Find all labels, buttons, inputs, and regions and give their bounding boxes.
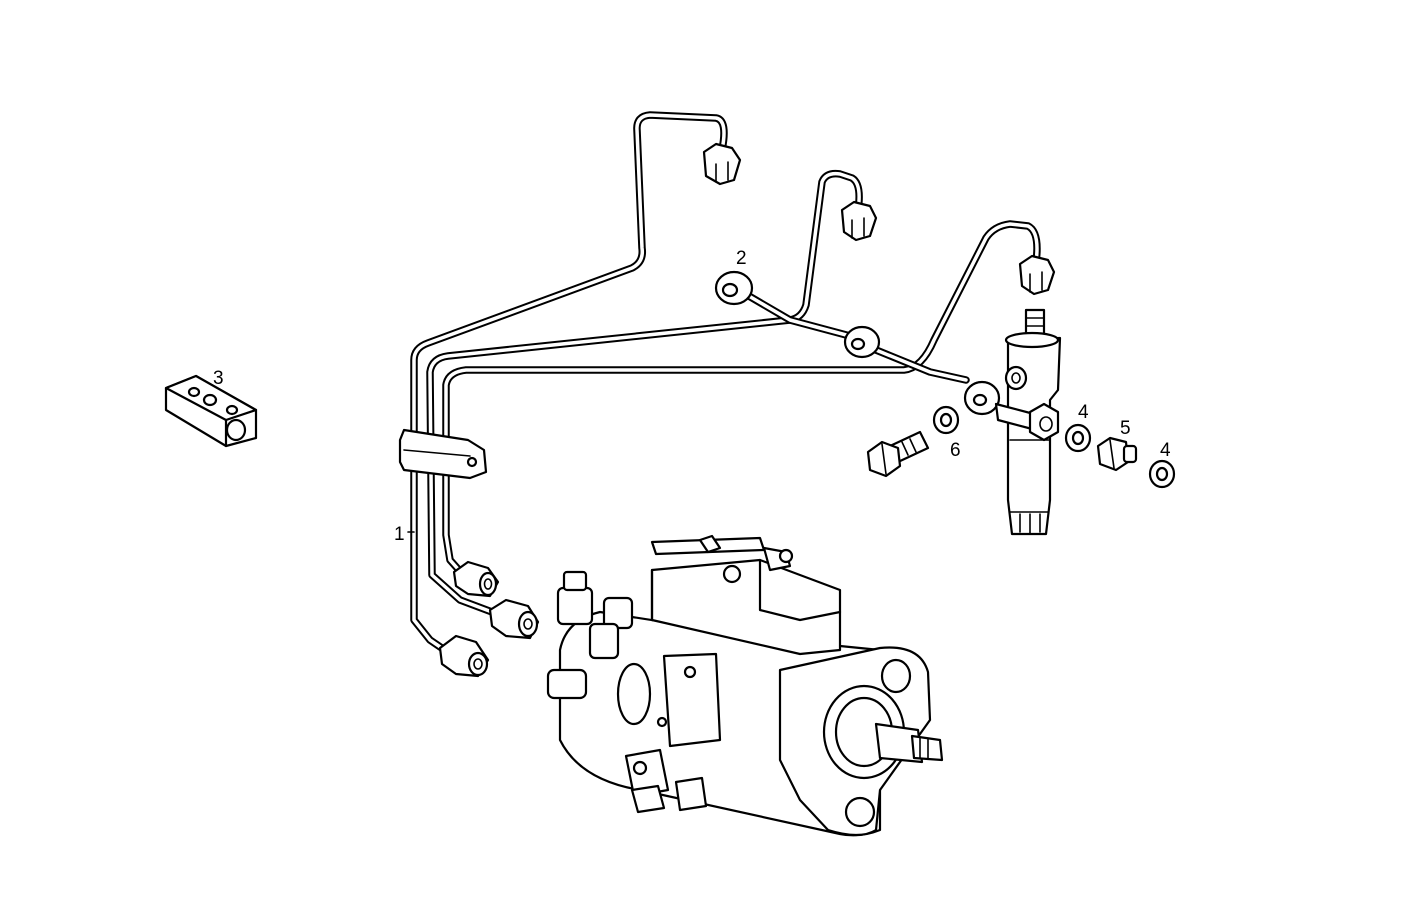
pump-inlet-left <box>624 748 670 814</box>
banjo-fitting-middle <box>843 325 881 359</box>
bleed-screw-5 <box>1096 436 1138 472</box>
pipe-b <box>426 169 863 619</box>
callout-3: 3 <box>213 368 224 389</box>
clamp-block-3 <box>164 374 258 448</box>
fixing-bolt <box>866 430 930 478</box>
callout-1: 1 <box>394 524 405 545</box>
callout-6: 6 <box>950 440 961 461</box>
injection-pump <box>546 534 944 837</box>
leak-off-line <box>738 288 970 384</box>
injection-pipe-set <box>410 111 1041 659</box>
pump-outlet-1 <box>556 570 594 626</box>
washer-4-left <box>1064 423 1092 453</box>
pipe-a <box>410 111 728 659</box>
callout-5: 5 <box>1120 418 1131 439</box>
callout-4-right: 4 <box>1160 440 1171 461</box>
washer-4-right <box>1148 459 1176 489</box>
pipe-nut-top-3 <box>1018 254 1056 296</box>
washer-6 <box>932 405 960 435</box>
callout-2: 2 <box>736 248 747 269</box>
pump-inlet-right <box>674 776 708 812</box>
callout-4-left: 4 <box>1078 402 1089 423</box>
pump-outlet-3 <box>588 622 620 660</box>
injector <box>1004 308 1062 536</box>
pipe-c <box>442 220 1041 582</box>
pump-outlet-4 <box>546 668 588 700</box>
pipe-nut-top-1 <box>702 142 742 186</box>
banjo-fitting-right <box>963 380 1001 416</box>
pipe-nut-middle <box>488 598 540 640</box>
pipe-nut-lower <box>438 634 490 678</box>
pipe-clamp <box>398 428 488 480</box>
pipe-nut-upper <box>452 560 500 598</box>
pipe-nut-top-2 <box>840 200 878 242</box>
hollow-bolt <box>994 402 1060 442</box>
banjo-fitting-2 <box>714 270 754 306</box>
